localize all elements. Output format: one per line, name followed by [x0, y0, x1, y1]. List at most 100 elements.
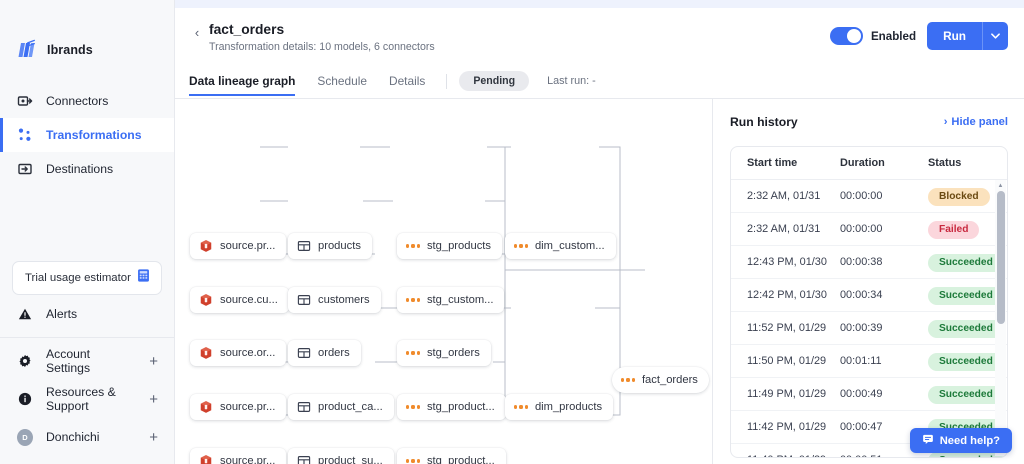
- page-header: ‹ fact_orders Transformation details: 10…: [175, 8, 1024, 99]
- table-row[interactable]: 11:50 PM, 01/29 00:01:11 Succeeded: [731, 345, 1007, 378]
- table-row[interactable]: 11:52 PM, 01/29 00:00:39 Succeeded: [731, 312, 1007, 345]
- tab-schedule[interactable]: Schedule: [317, 74, 367, 88]
- run-history-title: Run history: [730, 115, 798, 129]
- graph-node-model[interactable]: stg_orders: [397, 340, 491, 366]
- graph-node-source[interactable]: source.cu...: [190, 287, 289, 313]
- scrollbar-thumb[interactable]: [996, 191, 1005, 324]
- expand-plus-icon[interactable]: +: [149, 428, 158, 446]
- enabled-toggle[interactable]: [829, 27, 863, 45]
- sidebar-item-alerts[interactable]: Alerts: [0, 295, 174, 333]
- table-row[interactable]: 12:42 PM, 01/30 00:00:34 Succeeded: [731, 279, 1007, 312]
- status-badge: Succeeded: [928, 451, 1004, 457]
- model-dots-icon: [514, 405, 528, 409]
- node-label: orders: [318, 347, 350, 359]
- cell-start-time: 11:52 PM, 01/29: [747, 322, 827, 334]
- graph-node-model[interactable]: stg_product...: [397, 394, 506, 420]
- graph-node-source[interactable]: source.pr...: [190, 448, 287, 464]
- model-dots-icon: [621, 378, 635, 382]
- sidebar-item-account-settings[interactable]: Account Settings +: [0, 342, 174, 380]
- need-help-button[interactable]: Need help?: [909, 428, 1012, 453]
- sidebar-item-transformations[interactable]: Transformations: [0, 118, 174, 152]
- sidebar: Ibrands Connectors Transformations: [0, 0, 175, 464]
- graph-node-model[interactable]: stg_products: [397, 233, 502, 259]
- run-button[interactable]: Run: [927, 22, 982, 50]
- run-button-group: Run: [927, 22, 1008, 50]
- tab-separator: [446, 73, 448, 89]
- graph-node-table[interactable]: customers: [288, 287, 381, 313]
- graph-node-table[interactable]: orders: [288, 340, 361, 366]
- tab-data-lineage-graph[interactable]: Data lineage graph: [189, 74, 306, 96]
- node-label: products: [318, 240, 361, 252]
- graph-node-source[interactable]: source.pr...: [190, 233, 287, 259]
- graph-node-table[interactable]: product_ca...: [288, 394, 394, 420]
- top-strip: [175, 0, 1024, 8]
- scroll-up-arrow-icon[interactable]: ▲: [997, 182, 1004, 189]
- table-scrollbar[interactable]: ▲ ▼: [995, 180, 1006, 456]
- run-dropdown-button[interactable]: [982, 22, 1008, 50]
- graph-node-model[interactable]: stg_custom...: [397, 287, 505, 313]
- table-row[interactable]: 12:43 PM, 01/30 00:00:38 Succeeded: [731, 246, 1007, 279]
- table-row[interactable]: 11:40 PM, 01/29 00:00:51 Succeeded: [731, 444, 1007, 457]
- node-label: product_su...: [318, 455, 383, 464]
- cell-duration: 00:00:34: [840, 289, 883, 301]
- status-badge: Succeeded: [928, 319, 1004, 338]
- connectors-icon: [17, 93, 33, 109]
- graph-node-source[interactable]: source.pr...: [190, 394, 287, 420]
- cell-duration: 00:00:00: [840, 190, 883, 202]
- table-icon: [297, 239, 311, 253]
- column-header-start-time: Start time: [747, 157, 798, 169]
- avatar: D: [17, 428, 33, 446]
- hide-panel-button[interactable]: › Hide panel: [944, 116, 1008, 128]
- status-badge: Failed: [928, 220, 980, 239]
- cell-start-time: 12:42 PM, 01/30: [747, 289, 827, 301]
- header-actions: Enabled Run: [829, 22, 1008, 50]
- table-row[interactable]: 11:49 PM, 01/29 00:00:49 Succeeded: [731, 378, 1007, 411]
- chevron-left-icon[interactable]: ‹: [194, 24, 200, 40]
- graph-node-table[interactable]: products: [288, 233, 372, 259]
- brand-name: Ibrands: [47, 43, 93, 57]
- cell-status: Succeeded: [928, 318, 1005, 338]
- node-label: stg_orders: [426, 347, 480, 359]
- node-label: source.or...: [220, 347, 276, 359]
- last-run-label: Last run: -: [547, 75, 596, 87]
- table-row[interactable]: 2:32 AM, 01/31 00:00:00 Blocked: [731, 180, 1007, 213]
- source-db-icon: [199, 239, 213, 253]
- body-area: source.pr... source.cu... source.or... s…: [175, 99, 1024, 464]
- sidebar-item-destinations[interactable]: Destinations: [0, 152, 174, 186]
- graph-node-table[interactable]: product_su...: [288, 448, 394, 464]
- node-label: dim_products: [534, 401, 603, 413]
- sidebar-item-user[interactable]: D Donchichi +: [0, 418, 174, 456]
- cell-duration: 00:00:00: [840, 223, 883, 235]
- chat-icon: [922, 433, 934, 448]
- graph-node-model[interactable]: stg_product...: [397, 448, 506, 464]
- source-db-icon: [199, 454, 213, 464]
- sidebar-item-label: Destinations: [46, 162, 114, 176]
- sidebar-item-label: Resources & Support: [46, 385, 116, 413]
- trial-usage-label: Trial usage estimator: [25, 272, 131, 284]
- table-icon: [297, 346, 311, 360]
- enabled-toggle-group[interactable]: Enabled: [829, 27, 916, 45]
- graph-node-dim[interactable]: dim_products: [505, 394, 614, 420]
- graph-node-dim[interactable]: dim_custom...: [505, 233, 616, 259]
- expand-plus-icon[interactable]: +: [149, 352, 158, 370]
- cell-status: Blocked: [928, 186, 1005, 206]
- trial-usage-estimator[interactable]: Trial usage estimator: [12, 261, 162, 295]
- expand-plus-icon[interactable]: +: [149, 390, 158, 408]
- table-row[interactable]: 2:32 AM, 01/31 00:00:00 Failed: [731, 213, 1007, 246]
- panel-divider: [712, 99, 713, 464]
- model-dots-icon: [406, 351, 420, 355]
- title-wrap: fact_orders Transformation details: 10 m…: [209, 22, 435, 53]
- graph-node-fact[interactable]: fact_orders: [612, 367, 709, 393]
- sidebar-item-connectors[interactable]: Connectors: [0, 84, 174, 118]
- data-lineage-graph[interactable]: source.pr... source.cu... source.or... s…: [175, 99, 713, 464]
- status-badge: Pending: [459, 71, 530, 91]
- tab-details[interactable]: Details: [388, 74, 426, 88]
- brand[interactable]: Ibrands: [0, 0, 174, 72]
- sidebar-bottom: Alerts Account Settings + Resources & Su…: [0, 295, 174, 464]
- node-label: fact_orders: [641, 374, 698, 386]
- model-dots-icon: [406, 405, 420, 409]
- table-header-row: Start time Duration Status: [731, 147, 1007, 180]
- last-run-text: Last run:: [547, 75, 590, 87]
- sidebar-item-resources-support[interactable]: Resources & Support +: [0, 380, 174, 418]
- graph-node-source[interactable]: source.or...: [190, 340, 287, 366]
